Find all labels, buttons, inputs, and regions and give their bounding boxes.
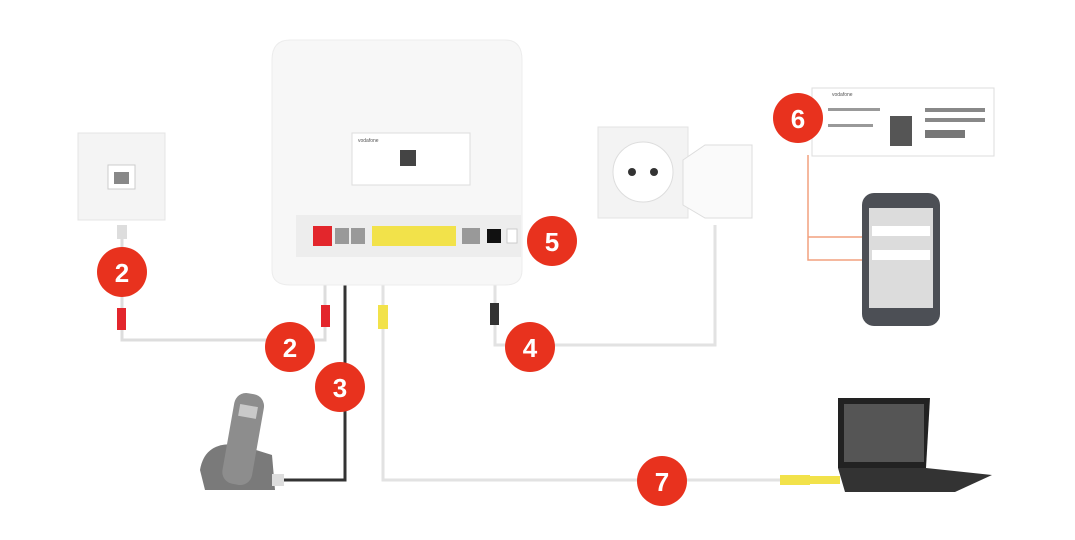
power-plug bbox=[490, 303, 499, 325]
step-badge-6: 6 bbox=[773, 93, 823, 143]
step-badge-4: 4 bbox=[505, 322, 555, 372]
dsl-wall-socket bbox=[77, 132, 166, 239]
router-label-brand: vodafone bbox=[358, 138, 379, 144]
svg-text:2: 2 bbox=[115, 258, 129, 288]
dsl-plug-router bbox=[321, 305, 330, 327]
cordless-phone bbox=[200, 393, 284, 490]
step-badge-3: 3 bbox=[315, 362, 365, 412]
dsl-plug-wall bbox=[117, 308, 126, 330]
svg-text:2: 2 bbox=[283, 333, 297, 363]
phone-cable bbox=[282, 268, 347, 482]
wifi-label-card: vodafone bbox=[811, 87, 995, 157]
power-adapter bbox=[682, 144, 753, 219]
svg-text:6: 6 bbox=[791, 104, 805, 134]
lan-plug-router bbox=[378, 305, 388, 329]
step-badge-2-router: 2 bbox=[265, 322, 315, 372]
step-badge-7: 7 bbox=[637, 456, 687, 506]
step-badge-5: 5 bbox=[527, 216, 577, 266]
wifi-pointer-lines bbox=[807, 155, 872, 261]
step-badge-2-wall: 2 bbox=[97, 247, 147, 297]
svg-text:7: 7 bbox=[655, 467, 669, 497]
router: vodafone bbox=[271, 39, 523, 286]
label-brand: vodafone bbox=[832, 92, 853, 98]
laptop bbox=[780, 398, 992, 492]
power-socket bbox=[597, 126, 689, 219]
svg-text:4: 4 bbox=[523, 333, 538, 363]
svg-text:5: 5 bbox=[545, 227, 559, 257]
lan-cable bbox=[381, 268, 780, 482]
smartphone bbox=[862, 193, 940, 326]
svg-text:3: 3 bbox=[333, 373, 347, 403]
